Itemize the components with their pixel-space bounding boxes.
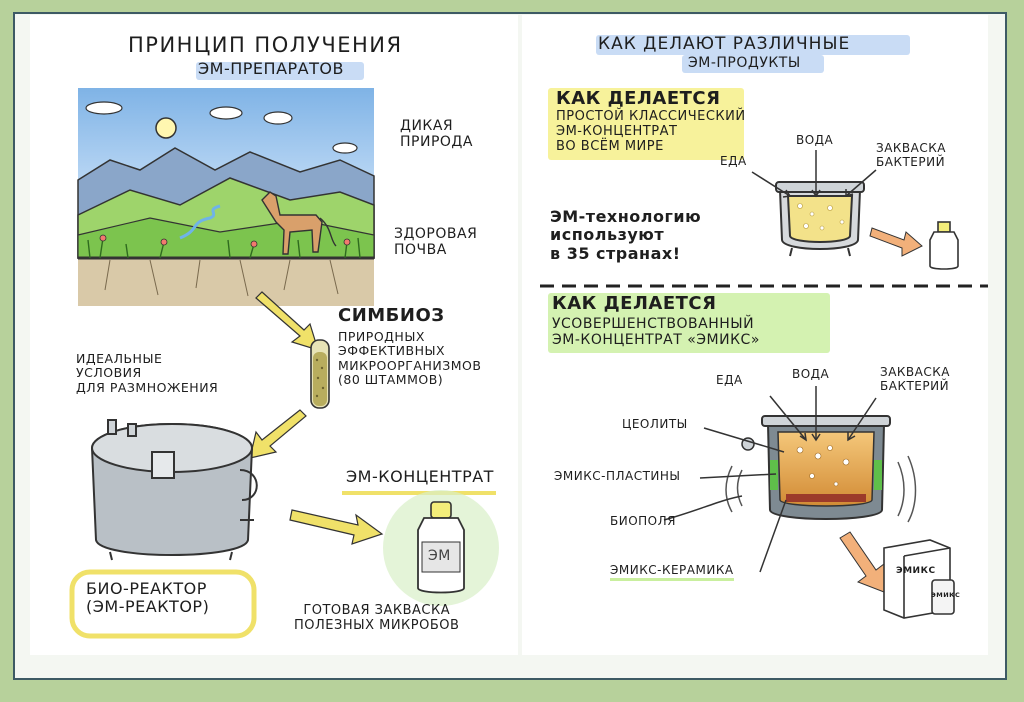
symbiosis-text: природных эффективных микроорганизмов (8… xyxy=(338,329,482,388)
left-subtitle: ЭМ-препаратов xyxy=(198,59,344,78)
arrow-classic xyxy=(869,227,923,257)
arrow-to-reactor xyxy=(249,409,307,459)
classic-food-label: Еда xyxy=(720,154,747,168)
classic-arrows xyxy=(751,150,877,198)
bottle-em-label: ЭМ xyxy=(428,548,451,564)
countries-text: ЭМ-технологию используют в 35 странах! xyxy=(550,207,702,263)
classic-bottle xyxy=(929,221,959,270)
emiks-starter-label: Закваска бактерий xyxy=(880,365,950,393)
right-title-highlight-2 xyxy=(682,55,824,73)
right-subtitle: ЭМ-продукты xyxy=(688,55,801,71)
arrow-emiks xyxy=(839,531,885,593)
classic-pot xyxy=(775,181,865,257)
emiks-bottle-label: ЭМИКС xyxy=(931,591,961,599)
classic-heading: Как делается xyxy=(556,88,721,109)
bioreactor-label: Био-реактор (ЭМ-реактор) xyxy=(86,579,210,617)
bioreactor-outline xyxy=(69,569,257,639)
emiks-box xyxy=(883,539,955,619)
em-concentrate-label: ЭМ-концентрат xyxy=(346,467,494,486)
classic-text: простой классический ЭМ-концентрат во вс… xyxy=(556,109,746,154)
horse xyxy=(261,191,337,255)
arrow-to-vial xyxy=(255,291,319,351)
emiks-box-label: ЭМИКС xyxy=(896,566,936,576)
wild-nature-label: Дикая природа xyxy=(400,118,473,151)
right-title-highlight xyxy=(596,35,910,55)
emiks-water-label: Вода xyxy=(792,367,830,381)
emiks-plates-label: Эмикс-пластины xyxy=(554,469,681,483)
zeolites-label: Цеолиты xyxy=(622,417,688,431)
em-bottle xyxy=(383,490,499,606)
classic-starter-label: Закваска бактерий xyxy=(876,141,946,169)
symbiosis-title: Симбиоз xyxy=(338,305,445,326)
ready-starter-label: Готовая закваска полезных микробов xyxy=(294,603,460,633)
ideal-conditions-label: Идеальные условия для размножения xyxy=(76,351,219,395)
improved-heading: Как делается xyxy=(552,293,717,314)
classic-highlight xyxy=(548,88,744,160)
bioreactor-pot xyxy=(91,419,258,561)
classic-water-label: Вода xyxy=(796,133,834,147)
emiks-food-label: Еда xyxy=(716,373,743,387)
emiks-pot xyxy=(725,415,917,523)
arrow-to-bottle xyxy=(289,509,384,545)
healthy-soil-label: Здоровая почва xyxy=(394,226,478,259)
improved-text: усовершенствованный ЭМ-концентрат «ЭМИКС… xyxy=(552,316,760,349)
improved-highlight xyxy=(548,293,830,353)
landscape xyxy=(77,88,375,306)
left-title: Принцип получения xyxy=(128,33,403,57)
emiks-arrows xyxy=(663,386,877,573)
title-highlight xyxy=(196,62,364,80)
biofields-label: Биополя xyxy=(610,514,676,528)
symbiosis-vial xyxy=(310,339,330,409)
right-title: Как делают различные xyxy=(598,34,851,54)
ceramics-label: Эмикс-керамика xyxy=(610,563,734,581)
